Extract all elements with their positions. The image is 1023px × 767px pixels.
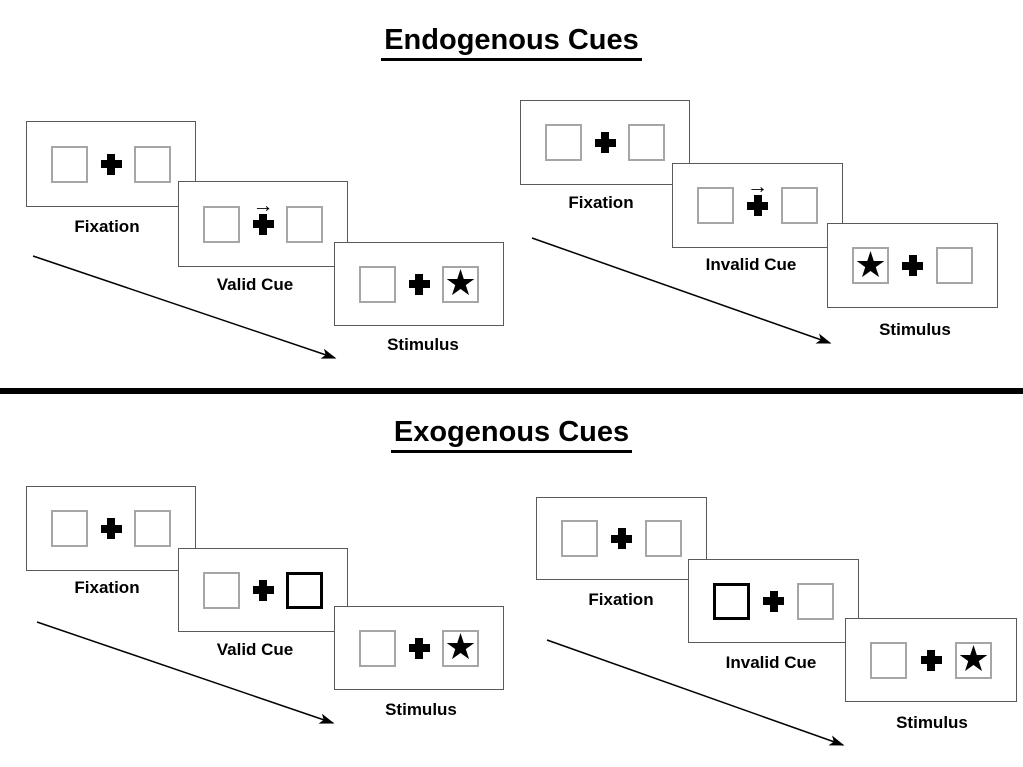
right-box	[286, 571, 323, 609]
left-box: ★	[852, 243, 889, 285]
left-box	[51, 145, 88, 183]
right-box: ★	[955, 638, 992, 679]
fixation-cross-icon	[611, 528, 632, 549]
panel-label: Stimulus	[896, 713, 968, 732]
cue-arrow-icon: →	[252, 193, 274, 217]
cue-arrow-icon: →	[747, 175, 768, 198]
panel-stimulus: ★	[845, 618, 1017, 702]
panel-label: Fixation	[588, 590, 654, 609]
fixation-cross-icon	[408, 637, 430, 659]
fixation-cross-icon	[902, 255, 923, 276]
fixation-cross-icon	[100, 518, 122, 539]
right-box	[936, 247, 973, 284]
right-box	[286, 205, 323, 243]
timeline-arrow	[36, 621, 335, 724]
panel-label: Stimulus	[385, 700, 457, 719]
right-box	[797, 582, 834, 620]
left-box	[713, 582, 750, 620]
panel-valid-cue: →	[178, 181, 348, 267]
panel-label: Invalid Cue	[705, 255, 797, 274]
right-box	[781, 187, 818, 224]
panel-label: Invalid Cue	[725, 653, 817, 672]
panel-fixation	[536, 497, 707, 580]
left-box	[545, 124, 582, 161]
panel-label: Fixation	[74, 217, 140, 236]
fixation-cross-icon	[252, 213, 274, 235]
panel-valid-cue	[178, 548, 348, 632]
right-box: ★	[442, 262, 479, 303]
section-title-exogenous: Exogenous Cues	[0, 416, 1023, 453]
panel-label: Stimulus	[387, 335, 459, 354]
left-box	[203, 205, 240, 243]
fixation-cross-icon	[763, 590, 784, 612]
section-title-text: Exogenous Cues	[390, 416, 633, 453]
right-box	[645, 520, 682, 557]
right-box	[628, 124, 665, 161]
panel-label: Valid Cue	[216, 275, 294, 294]
right-box: ★	[442, 626, 479, 667]
panel-label: Stimulus	[879, 320, 951, 339]
fixation-cross-icon	[747, 195, 768, 216]
target-star: ★	[854, 243, 887, 285]
panel-invalid-cue	[688, 559, 859, 643]
section-title-text: Endogenous Cues	[381, 24, 642, 61]
panel-label: Fixation	[568, 193, 634, 212]
panel-invalid-cue: →	[672, 163, 843, 248]
panel-fixation	[26, 486, 196, 571]
right-box	[134, 145, 171, 183]
panel-label: Fixation	[74, 578, 140, 597]
left-box	[51, 510, 88, 547]
left-box	[359, 629, 396, 667]
panel-stimulus: ★	[334, 242, 504, 326]
panel-fixation	[520, 100, 690, 185]
fixation-cross-icon	[100, 153, 122, 175]
section-title-endogenous: Endogenous Cues	[0, 24, 1023, 61]
timeline-arrow	[531, 237, 832, 344]
fixation-cross-icon	[920, 649, 942, 671]
right-box	[134, 510, 171, 547]
fixation-cross-icon	[252, 579, 274, 601]
left-box	[203, 571, 240, 609]
left-box	[697, 187, 734, 224]
target-star: ★	[957, 638, 990, 679]
target-star: ★	[444, 626, 477, 667]
fixation-cross-icon	[594, 132, 616, 153]
target-star: ★	[444, 262, 477, 303]
section-divider	[0, 388, 1023, 394]
panel-fixation	[26, 121, 196, 207]
left-box	[870, 641, 907, 679]
fixation-cross-icon	[408, 273, 430, 295]
timeline-arrow	[546, 639, 845, 746]
panel-stimulus: ★	[827, 223, 998, 308]
left-box	[561, 520, 598, 557]
panel-stimulus: ★	[334, 606, 504, 690]
timeline-arrow	[32, 255, 337, 359]
panel-label: Valid Cue	[216, 640, 294, 659]
left-box	[359, 265, 396, 303]
